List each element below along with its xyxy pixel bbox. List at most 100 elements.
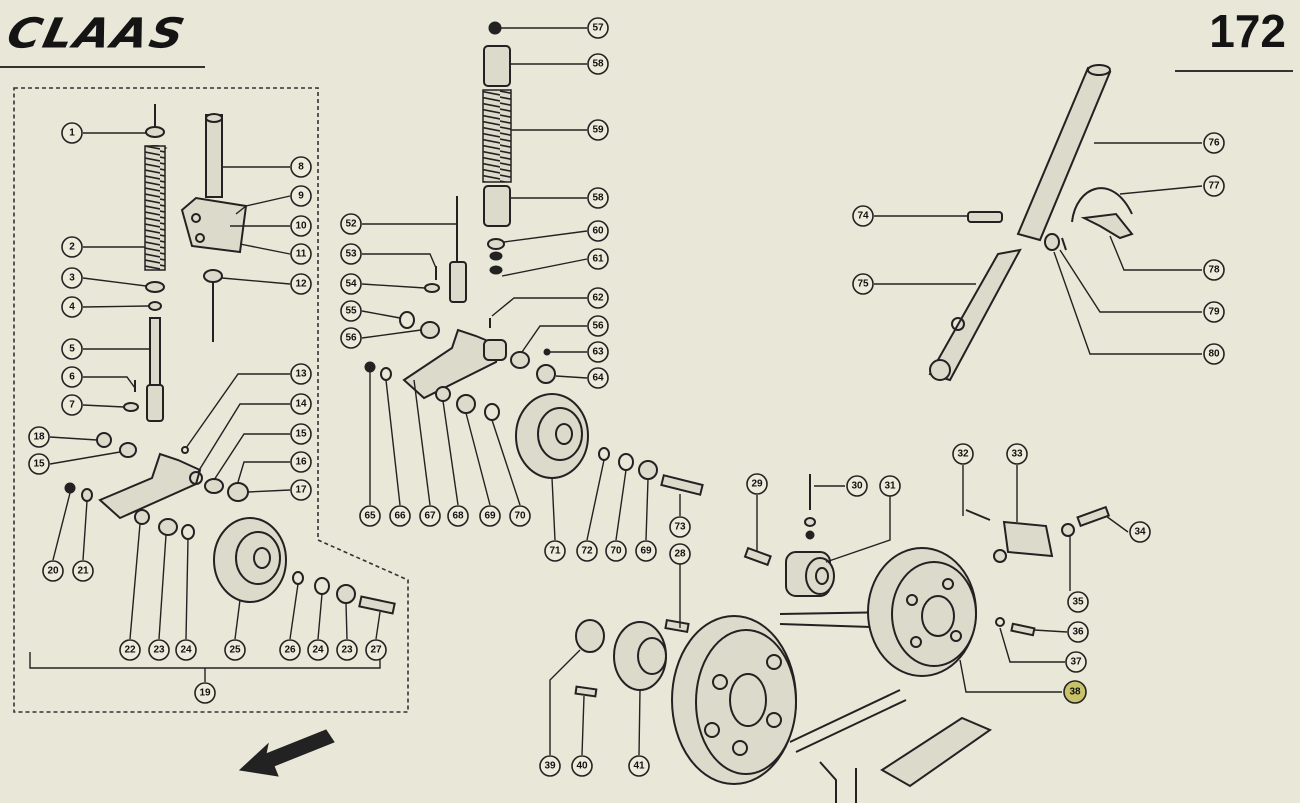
svg-text:12: 12 bbox=[295, 279, 307, 290]
svg-text:80: 80 bbox=[1208, 349, 1220, 360]
svg-text:76: 76 bbox=[1208, 138, 1220, 149]
svg-text:21: 21 bbox=[77, 566, 89, 577]
callout-73: 73 bbox=[669, 516, 691, 538]
svg-text:38: 38 bbox=[1069, 687, 1081, 698]
svg-text:18: 18 bbox=[33, 432, 45, 443]
callout-6: 6 bbox=[61, 366, 83, 388]
header-rule-left bbox=[0, 66, 205, 68]
callout-12: 12 bbox=[290, 273, 312, 295]
svg-text:6: 6 bbox=[69, 372, 75, 383]
callout-30: 30 bbox=[846, 475, 868, 497]
page-number: 172 bbox=[1209, 5, 1286, 57]
svg-text:4: 4 bbox=[69, 302, 75, 313]
svg-text:74: 74 bbox=[857, 211, 869, 222]
group-boundary bbox=[13, 87, 409, 713]
svg-text:5: 5 bbox=[69, 344, 75, 355]
centre-assembly bbox=[364, 21, 704, 496]
svg-text:32: 32 bbox=[957, 449, 969, 460]
callout-69-left: 69 bbox=[479, 505, 501, 527]
svg-text:2: 2 bbox=[69, 242, 75, 253]
svg-text:15: 15 bbox=[33, 459, 45, 470]
callout-71: 71 bbox=[544, 540, 566, 562]
hub-31 bbox=[785, 551, 835, 597]
svg-text:14: 14 bbox=[295, 399, 307, 410]
callout-55: 55 bbox=[340, 300, 362, 322]
callout-2: 2 bbox=[61, 236, 83, 258]
callout-7: 7 bbox=[61, 394, 83, 416]
svg-text:10: 10 bbox=[295, 221, 307, 232]
callout-39: 39 bbox=[539, 755, 561, 777]
callout-75: 75 bbox=[852, 273, 874, 295]
callout-18: 18 bbox=[28, 426, 50, 448]
svg-text:26: 26 bbox=[284, 645, 296, 656]
callout-70-left: 70 bbox=[509, 505, 531, 527]
pulley-71 bbox=[515, 393, 589, 479]
callout-58-lower: 58 bbox=[587, 187, 609, 209]
svg-text:54: 54 bbox=[345, 279, 357, 290]
svg-text:33: 33 bbox=[1011, 449, 1023, 460]
svg-text:41: 41 bbox=[633, 761, 645, 772]
header-rule-right bbox=[1175, 70, 1293, 72]
callout-24-left: 24 bbox=[175, 639, 197, 661]
svg-text:64: 64 bbox=[592, 373, 604, 384]
callout-59: 59 bbox=[587, 119, 609, 141]
svg-text:25: 25 bbox=[229, 645, 241, 656]
svg-text:52: 52 bbox=[345, 219, 357, 230]
svg-text:56: 56 bbox=[345, 333, 357, 344]
callout-16: 16 bbox=[290, 451, 312, 473]
svg-text:57: 57 bbox=[592, 23, 604, 34]
svg-text:36: 36 bbox=[1072, 627, 1084, 638]
callout-8: 8 bbox=[290, 156, 312, 178]
svg-text:39: 39 bbox=[544, 761, 556, 772]
spring-2 bbox=[144, 145, 166, 271]
callout-61: 61 bbox=[587, 248, 609, 270]
svg-text:19: 19 bbox=[199, 688, 211, 699]
arm-assembly bbox=[928, 64, 1134, 382]
callout-33: 33 bbox=[1006, 443, 1028, 465]
svg-text:73: 73 bbox=[674, 522, 686, 533]
svg-text:70: 70 bbox=[514, 511, 526, 522]
callout-17: 17 bbox=[290, 479, 312, 501]
callout-24-right: 24 bbox=[307, 639, 329, 661]
pulley-38 bbox=[867, 547, 977, 677]
callout-1: 1 bbox=[61, 122, 83, 144]
callout-34: 34 bbox=[1129, 521, 1151, 543]
svg-text:31: 31 bbox=[884, 481, 896, 492]
svg-text:55: 55 bbox=[345, 306, 357, 317]
callout-68: 68 bbox=[447, 505, 469, 527]
callout-10: 10 bbox=[290, 215, 312, 237]
svg-text:23: 23 bbox=[153, 645, 165, 656]
callout-52: 52 bbox=[340, 213, 362, 235]
svg-text:9: 9 bbox=[298, 191, 304, 202]
callout-15-upper: 15 bbox=[290, 423, 312, 445]
callout-78: 78 bbox=[1203, 259, 1225, 281]
callout-31: 31 bbox=[879, 475, 901, 497]
svg-text:66: 66 bbox=[394, 511, 406, 522]
callout-28: 28 bbox=[669, 543, 691, 565]
callout-63: 63 bbox=[587, 341, 609, 363]
callout-76: 76 bbox=[1203, 132, 1225, 154]
svg-text:65: 65 bbox=[364, 511, 376, 522]
svg-text:23: 23 bbox=[341, 645, 353, 656]
callout-35: 35 bbox=[1067, 591, 1089, 613]
group-19-bracket bbox=[29, 652, 381, 682]
callout-3: 3 bbox=[61, 267, 83, 289]
svg-text:8: 8 bbox=[298, 162, 304, 173]
svg-text:75: 75 bbox=[857, 279, 869, 290]
svg-text:77: 77 bbox=[1208, 181, 1220, 192]
svg-text:13: 13 bbox=[295, 369, 307, 380]
callout-53: 53 bbox=[340, 243, 362, 265]
callout-56-right: 56 bbox=[587, 315, 609, 337]
svg-text:16: 16 bbox=[295, 457, 307, 468]
svg-text:60: 60 bbox=[592, 226, 604, 237]
callout-69-right: 69 bbox=[635, 540, 657, 562]
callout-23-left: 23 bbox=[148, 639, 170, 661]
callout-32: 32 bbox=[952, 443, 974, 465]
callout-14: 14 bbox=[290, 393, 312, 415]
svg-text:30: 30 bbox=[851, 481, 863, 492]
drive-assembly bbox=[574, 474, 1111, 803]
callout-15-lower: 15 bbox=[28, 453, 50, 475]
callout-37: 37 bbox=[1065, 651, 1087, 673]
svg-text:3: 3 bbox=[69, 273, 75, 284]
